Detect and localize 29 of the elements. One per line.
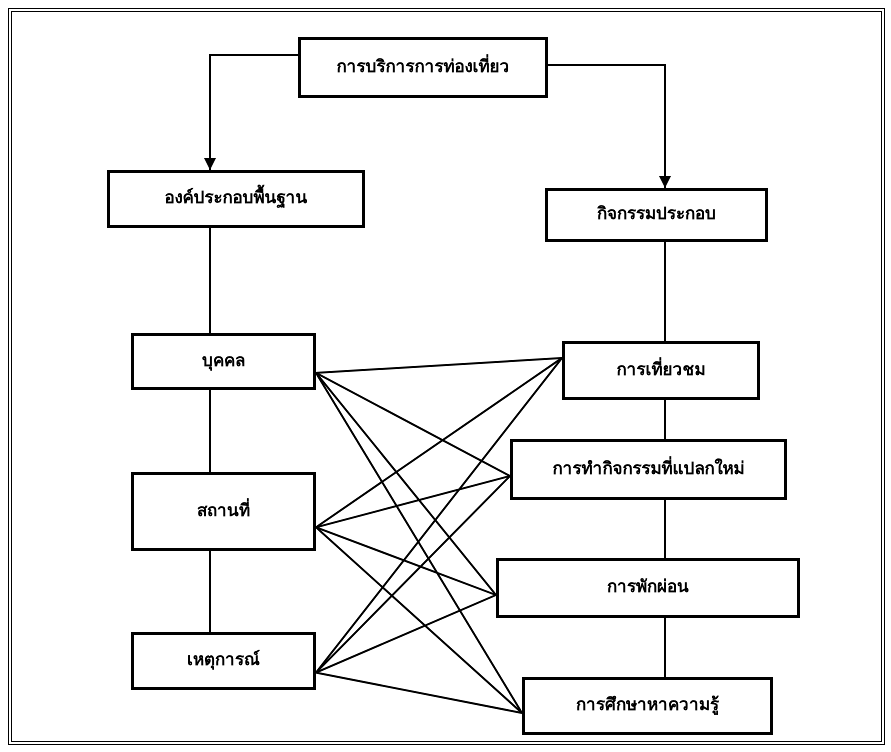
connector-line — [664, 242, 666, 341]
process-box: การพักผ่อน — [496, 558, 800, 618]
process-box: สถานที่ — [131, 472, 316, 551]
process-box: กิจกรรมประกอบ — [545, 188, 768, 242]
connector-line — [316, 372, 510, 477]
process-box: การศึกษาหาความรู้ — [522, 677, 773, 735]
connector-line — [315, 475, 511, 674]
connector-line — [664, 618, 666, 677]
connector-line — [209, 551, 211, 632]
process-box: องค์ประกอบพื้นฐาน — [107, 170, 365, 228]
connector-line — [315, 357, 563, 674]
process-box: การทำกิจกรรมที่แปลกใหม่ — [510, 439, 787, 500]
process-box: เหตุการณ์ — [131, 632, 316, 690]
process-box: บุคคล — [131, 333, 316, 390]
connector-line — [664, 500, 666, 558]
connector-line — [664, 400, 666, 439]
arrow — [204, 54, 298, 170]
connector-line — [316, 594, 496, 674]
connector-line — [316, 475, 510, 528]
process-box: การเที่ยวชม — [562, 341, 760, 400]
arrow — [548, 64, 671, 188]
connector-line — [209, 228, 211, 333]
connector-line — [315, 357, 563, 528]
process-box: การบริการการท่องเที่ยว — [298, 37, 548, 98]
connector-line — [209, 390, 211, 472]
connector-line — [316, 526, 496, 596]
connector-line — [316, 672, 522, 714]
connector-line — [316, 357, 562, 374]
connector-line — [315, 526, 523, 714]
